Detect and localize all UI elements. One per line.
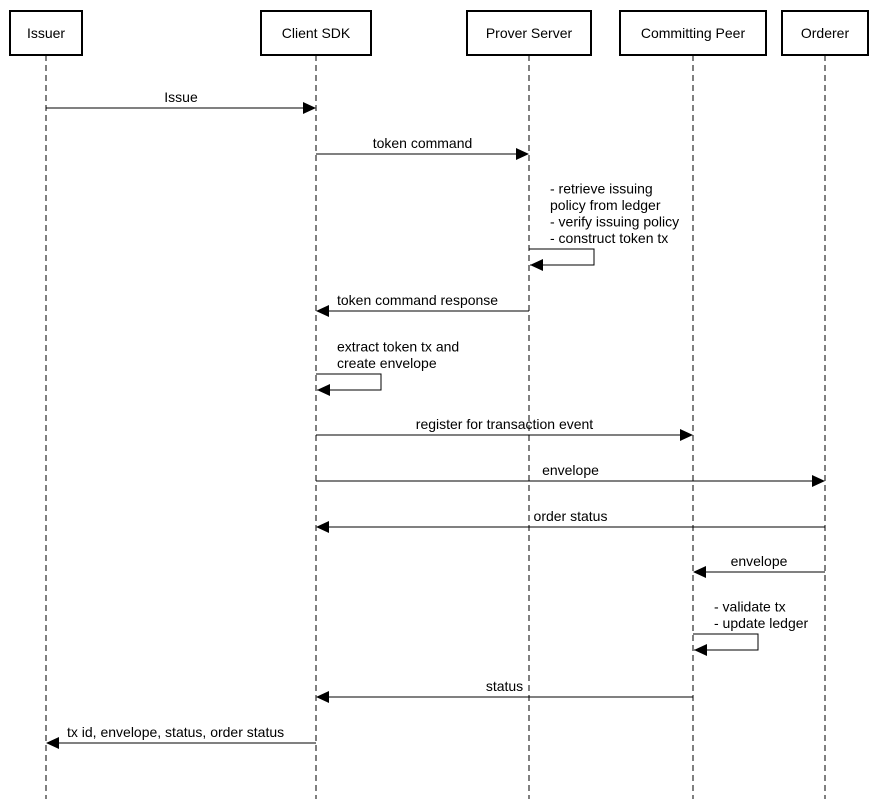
participant-orderer: Orderer xyxy=(781,10,869,56)
participant-prover-server: Prover Server xyxy=(466,10,592,56)
participant-box xyxy=(466,10,592,56)
arrowhead xyxy=(812,475,825,487)
arrowhead xyxy=(694,644,707,656)
message: token command response xyxy=(316,292,529,317)
self-message-line xyxy=(316,373,382,391)
message: tx id, envelope, status, order status xyxy=(46,724,316,749)
arrowhead xyxy=(316,305,329,317)
arrowhead xyxy=(316,521,329,533)
message: status xyxy=(316,678,693,703)
participant-box xyxy=(9,10,83,56)
message-label: - verify issuing policy xyxy=(550,214,679,230)
message-label: policy from ledger xyxy=(550,197,661,213)
message-label: envelope xyxy=(731,553,788,569)
message-label: token command response xyxy=(337,292,498,308)
participant-client-sdk: Client SDK xyxy=(260,10,372,56)
message: - validate tx- update ledger xyxy=(693,599,809,656)
participant-label: Client SDK xyxy=(282,25,351,41)
self-message-line xyxy=(529,248,595,266)
message-label: status xyxy=(486,678,523,694)
participant-label: Orderer xyxy=(801,25,850,41)
arrowhead xyxy=(317,384,330,396)
participant-label: Prover Server xyxy=(486,25,573,41)
arrowhead xyxy=(316,691,329,703)
participant-label: Issuer xyxy=(27,25,65,41)
self-message-line xyxy=(693,633,759,651)
message-label: - validate tx xyxy=(714,599,786,615)
message: register for transaction event xyxy=(316,416,693,441)
message: envelope xyxy=(316,462,825,487)
message-label: - retrieve issuing xyxy=(550,181,653,197)
message-label: tx id, envelope, status, order status xyxy=(67,724,284,740)
message-label: register for transaction event xyxy=(416,416,594,432)
participant-issuer: Issuer xyxy=(9,10,83,56)
message-label: - update ledger xyxy=(714,615,809,631)
arrowhead xyxy=(530,259,543,271)
arrowhead xyxy=(693,566,706,578)
message-label: envelope xyxy=(542,462,599,478)
arrowhead xyxy=(680,429,693,441)
message: envelope xyxy=(693,553,825,578)
message: order status xyxy=(316,508,825,533)
message-label: order status xyxy=(534,508,608,524)
participant-label: Committing Peer xyxy=(641,25,746,41)
message-label: create envelope xyxy=(337,355,437,371)
message-label: - construct token tx xyxy=(550,230,668,246)
arrowhead xyxy=(516,148,529,160)
arrowhead xyxy=(46,737,59,749)
message-label: Issue xyxy=(164,89,198,105)
message: Issue xyxy=(46,89,316,114)
arrowhead xyxy=(303,102,316,114)
message-label: extract token tx and xyxy=(337,339,459,355)
participant-committing-peer: Committing Peer xyxy=(619,10,767,56)
message: token command xyxy=(316,135,529,160)
participant-box xyxy=(781,10,869,56)
participant-box xyxy=(260,10,372,56)
message-label: token command xyxy=(373,135,473,151)
participant-box xyxy=(619,10,767,56)
